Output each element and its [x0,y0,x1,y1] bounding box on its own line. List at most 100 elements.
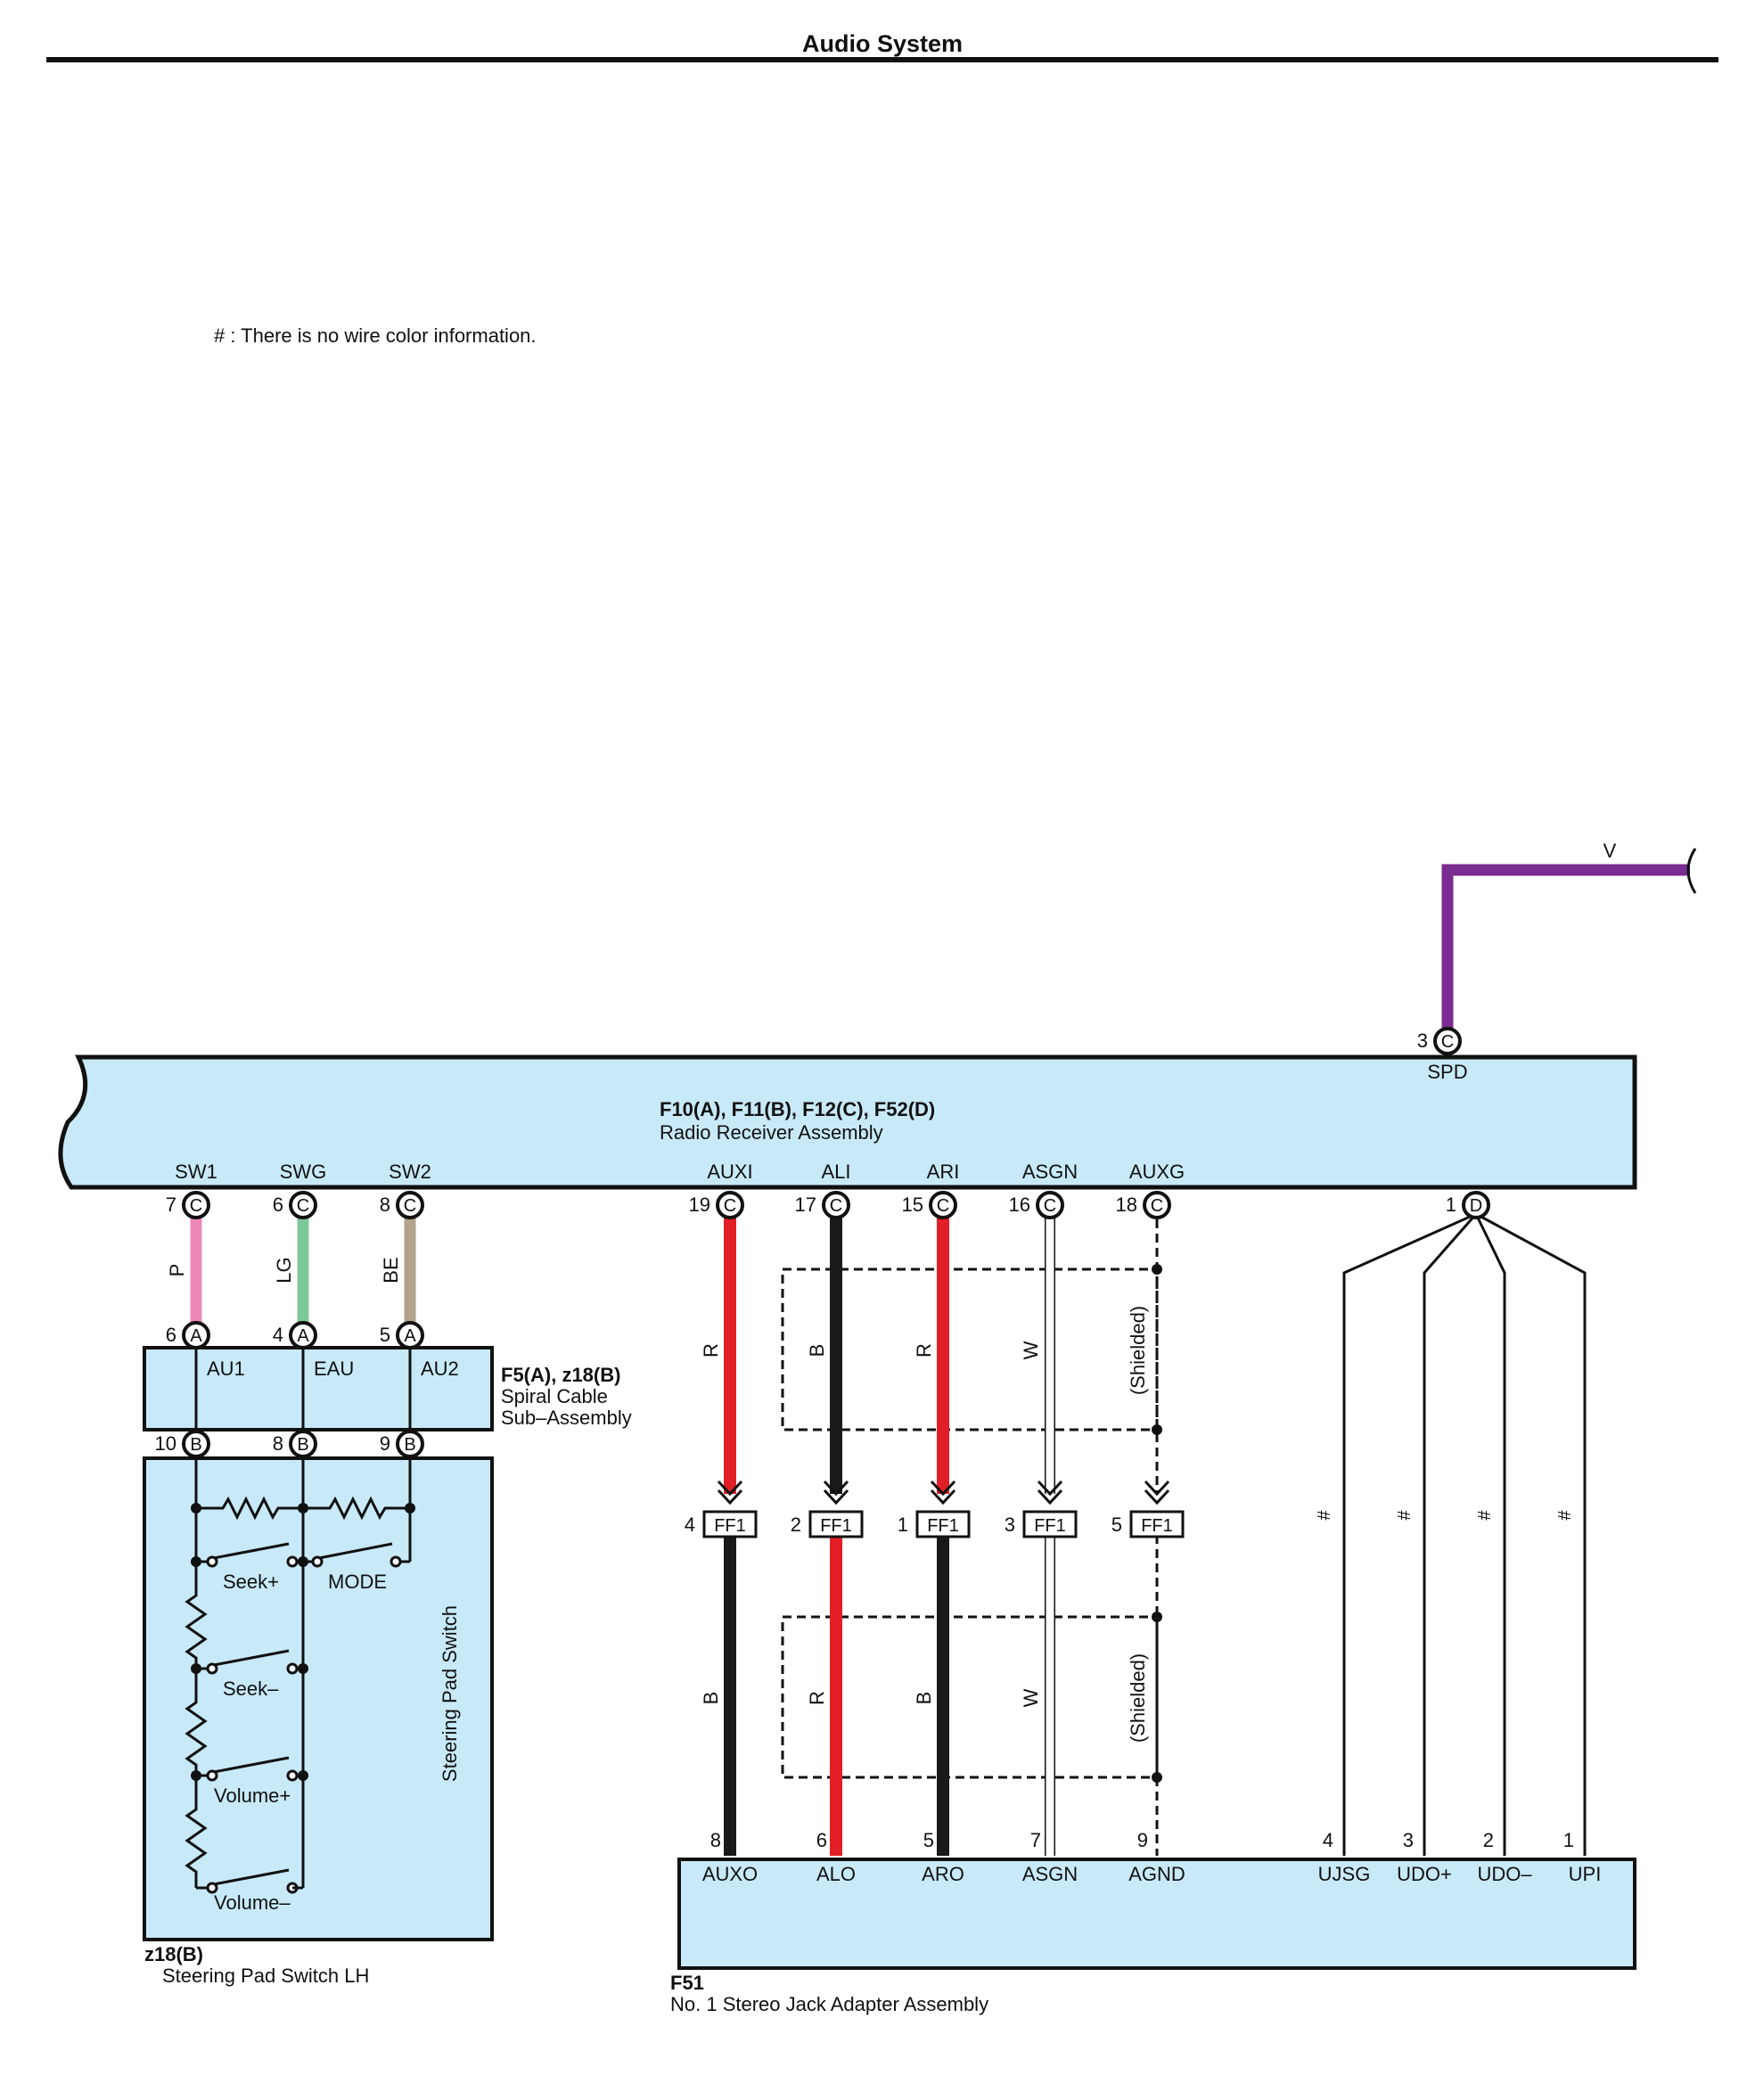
svg-text:FF1: FF1 [1034,1516,1066,1536]
svg-text:6: 6 [273,1194,283,1216]
spiral-terminal-b8: B 8 [273,1430,317,1458]
wire-break-mark [1686,848,1697,894]
svg-text:9: 9 [380,1432,390,1455]
svg-text:FF1: FF1 [820,1516,852,1536]
steering-switch-circuit [185,1458,412,1890]
receiver-terminal-ali: C 17 [795,1191,850,1219]
terminal-label: AUXG [1129,1161,1185,1183]
svg-text:C: C [830,1196,842,1216]
spiral-terminal-au1: A 6 [166,1321,210,1349]
svg-text:18: 18 [1116,1194,1137,1216]
wire-color-note: # : There is no wire color information. [214,324,537,347]
switch-label-volume-minus: Volume– [214,1891,291,1914]
steering-switch-connector: z18(B) [144,1943,203,1965]
svg-text:C: C [1044,1196,1056,1216]
shield-junction [1152,1424,1162,1435]
svg-text:FF1: FF1 [927,1516,959,1536]
spiral-cable-name-2: Sub–Assembly [501,1407,632,1429]
receiver-terminal-ari: C 15 [902,1191,957,1219]
svg-text:B: B [404,1435,415,1455]
svg-text:5: 5 [1111,1513,1122,1536]
ff1-connector: FF1 3 [1005,1510,1078,1538]
wire-code: W [1020,1341,1042,1359]
svg-text:C: C [937,1196,949,1216]
terminal-label: ARI [927,1161,960,1183]
receiver-terminal-asgn: C 16 [1009,1191,1064,1219]
terminal-label: SW2 [389,1161,431,1183]
svg-text:7: 7 [166,1194,176,1216]
spiral-terminal-label: EAU [314,1358,354,1380]
jack-pin: 8 [710,1829,721,1851]
svg-text:B: B [297,1435,308,1455]
spiral-terminal-b9: B 9 [380,1430,424,1458]
svg-text:17: 17 [795,1194,816,1216]
svg-text:C: C [1441,1032,1454,1052]
terminal-label: ASGN [1022,1161,1078,1183]
no-color-mark: # [1315,1510,1334,1521]
svg-text:4: 4 [685,1513,695,1536]
title-rule [46,57,1718,62]
spiral-cable-name-1: Spiral Cable [501,1385,608,1407]
svg-text:B: B [190,1435,201,1455]
jack-terminal-label: ARO [922,1863,964,1885]
ff1-connector: FF1 4 [685,1510,758,1538]
svg-text:8: 8 [273,1432,283,1455]
ff1-connector: FF1 5 [1111,1510,1185,1538]
terminal-label: AUXI [707,1161,752,1183]
wire-code: W [1020,1688,1042,1707]
switch-contacts [206,1555,402,1894]
steering-switch-box [143,1456,494,1941]
circuit-junctions [191,1503,415,1781]
no-color-mark: # [1555,1510,1575,1521]
jack-pin: 2 [1483,1829,1494,1851]
svg-text:16: 16 [1009,1194,1030,1216]
svg-text:A: A [297,1326,309,1346]
shield-box-upper [781,1267,1159,1431]
spiral-terminal-b10: B 10 [155,1430,210,1458]
connector-chevrons [717,1480,1170,1505]
switch-label-volume-plus: Volume+ [214,1784,291,1807]
wire-code: (Shielded) [1127,1306,1149,1395]
svg-text:8: 8 [380,1194,390,1216]
svg-text:10: 10 [155,1432,176,1455]
receiver-terminal-sw2: C 8 [380,1191,424,1219]
wire-code-spd: V [1603,840,1617,862]
spiral-cable-box [143,1346,494,1431]
receiver-terminal-spd: C 3 [1417,1027,1462,1055]
jack-pin: 3 [1403,1829,1414,1851]
wire-code: LG [273,1257,295,1283]
spiral-terminal-label: AU1 [207,1358,245,1380]
page-title: Audio System [802,30,963,57]
svg-text:FF1: FF1 [1141,1516,1173,1536]
steering-switch-name: Steering Pad Switch LH [162,1965,369,1987]
svg-text:5: 5 [380,1324,390,1346]
wire-code: R [806,1691,828,1705]
svg-text:2: 2 [791,1513,801,1536]
wire-code: R [700,1343,722,1358]
shield-box-lower [781,1615,1159,1779]
spiral-terminal-label: AU2 [421,1358,459,1380]
wire-code: P [166,1264,188,1277]
no-color-mark: # [1395,1510,1415,1521]
terminal-label: SW1 [175,1161,217,1183]
stereo-jack-box [677,1858,1636,1970]
spiral-terminal-au2: A 5 [380,1321,424,1349]
ff1-connector: FF1 1 [898,1510,971,1538]
terminal-label: SWG [280,1161,327,1183]
stereo-jack-connector: F51 [670,1972,704,1994]
svg-text:4: 4 [273,1324,283,1346]
steering-switch-inner-label: Steering Pad Switch [439,1605,461,1782]
svg-text:C: C [190,1196,202,1216]
receiver-terminal-swg: C 6 [273,1191,317,1219]
svg-text:3: 3 [1005,1513,1015,1536]
svg-text:15: 15 [902,1194,923,1216]
receiver-terminal-sw1: C 7 [166,1191,210,1219]
wire-code: (Shielded) [1127,1653,1149,1743]
jack-terminal-label: AGND [1128,1863,1185,1885]
svg-text:19: 19 [689,1194,710,1216]
svg-text:1: 1 [1446,1194,1456,1216]
spiral-cable-connectors: F5(A), z18(B) [501,1364,620,1386]
jack-terminal-label: ASGN [1022,1863,1078,1885]
jack-pin: 5 [923,1829,934,1851]
